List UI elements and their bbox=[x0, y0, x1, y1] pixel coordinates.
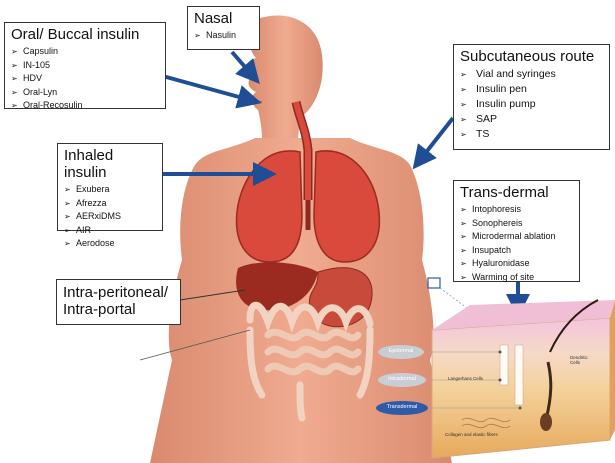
chevron-bullet-icon: ➢ bbox=[460, 218, 472, 231]
subcutaneous-title: Subcutaneous route bbox=[460, 48, 603, 65]
subcutaneous-list: ➢Vial and syringes ➢Insulin pen ➢Insulin… bbox=[460, 67, 603, 142]
list-item: ➢HDV bbox=[11, 72, 159, 86]
list-item: ➢Warming of site bbox=[460, 271, 573, 285]
inhaled-list: ➢Exubera ➢Afrezza ➢AERxiDMS ➢AIR ➢Aerodo… bbox=[64, 183, 156, 251]
list-item: ➢AERxiDMS bbox=[64, 210, 156, 224]
inhaled-title: Inhaled insulin bbox=[64, 147, 156, 181]
chevron-bullet-icon: ➢ bbox=[11, 46, 23, 59]
subcutaneous-box: Subcutaneous route ➢Vial and syringes ➢I… bbox=[453, 44, 610, 150]
oral-buccal-title: Oral/ Buccal insulin bbox=[11, 26, 159, 43]
list-item: ➢Oral-Lyn bbox=[11, 86, 159, 100]
list-item: ➢AIR bbox=[64, 224, 156, 238]
chevron-bullet-icon: ➢ bbox=[460, 127, 476, 142]
transdermal-label: Transdermal bbox=[376, 401, 428, 415]
chevron-bullet-icon: ➢ bbox=[64, 225, 76, 238]
list-item: ➢Oral-Recosulin bbox=[11, 99, 159, 113]
chevron-bullet-icon: ➢ bbox=[64, 238, 76, 251]
subcutaneous-arrow bbox=[420, 118, 453, 160]
chevron-bullet-icon: ➢ bbox=[460, 245, 472, 258]
intra-peritoneal-line1: Intra-peritoneal/ bbox=[63, 284, 174, 301]
chevron-bullet-icon: ➢ bbox=[64, 211, 76, 224]
intra-portal-line2: Intra-portal bbox=[63, 301, 174, 318]
oral-buccal-list: ➢Capsulin ➢IN-105 ➢HDV ➢Oral-Lyn ➢Oral-R… bbox=[11, 45, 159, 113]
list-item: ➢Sonophereis bbox=[460, 217, 573, 231]
intra-peritoneal-box: Intra-peritoneal/ Intra-portal bbox=[56, 279, 181, 325]
chevron-bullet-icon: ➢ bbox=[460, 112, 476, 127]
list-item: ➢Afrezza bbox=[64, 197, 156, 211]
chevron-bullet-icon: ➢ bbox=[460, 204, 472, 217]
list-item: ➢Nasulin bbox=[194, 29, 253, 43]
dendritic-annotation: Dendritic Cells bbox=[570, 355, 596, 365]
list-item: ➢Insulin pump bbox=[460, 97, 603, 112]
chevron-bullet-icon: ➢ bbox=[460, 272, 472, 285]
chevron-bullet-icon: ➢ bbox=[11, 87, 23, 100]
chevron-bullet-icon: ➢ bbox=[460, 67, 476, 82]
chevron-bullet-icon: ➢ bbox=[460, 258, 472, 271]
chevron-bullet-icon: ➢ bbox=[460, 97, 476, 112]
nasal-box: Nasal ➢Nasulin bbox=[187, 6, 260, 50]
list-item: ➢Insulin pen bbox=[460, 82, 603, 97]
list-item: ➢IN-105 bbox=[11, 59, 159, 73]
fibers-annotation: Collagen and elastic fibers bbox=[445, 432, 498, 437]
chevron-bullet-icon: ➢ bbox=[11, 73, 23, 86]
nasal-list: ➢Nasulin bbox=[194, 29, 253, 43]
intradermal-label: Intradermal bbox=[378, 373, 426, 387]
chevron-bullet-icon: ➢ bbox=[460, 231, 472, 244]
skin-site-marker bbox=[428, 278, 440, 288]
oral-buccal-box: Oral/ Buccal insulin ➢Capsulin ➢IN-105 ➢… bbox=[4, 22, 166, 109]
list-item: ➢Vial and syringes bbox=[460, 67, 603, 82]
transdermal-list: ➢Intophoresis ➢Sonophereis ➢Microdermal … bbox=[460, 203, 573, 284]
chevron-bullet-icon: ➢ bbox=[64, 184, 76, 197]
chevron-bullet-icon: ➢ bbox=[194, 30, 206, 43]
list-item: ➢Intophoresis bbox=[460, 203, 573, 217]
list-item: ➢Microdermal ablation bbox=[460, 230, 573, 244]
nasal-arrow bbox=[232, 52, 252, 75]
list-item: ➢Insupatch bbox=[460, 244, 573, 258]
transdermal-box: Trans-dermal ➢Intophoresis ➢Sonophereis … bbox=[453, 180, 580, 282]
nasal-title: Nasal bbox=[194, 10, 253, 27]
inhaled-box: Inhaled insulin ➢Exubera ➢Afrezza ➢AERxi… bbox=[57, 143, 163, 231]
chevron-bullet-icon: ➢ bbox=[11, 60, 23, 73]
epidermal-label: Epidermal bbox=[378, 345, 424, 359]
langerhans-annotation: Langerhans Cells bbox=[448, 376, 483, 381]
transdermal-title: Trans-dermal bbox=[460, 184, 573, 201]
list-item: ➢Hyaluronidase bbox=[460, 257, 573, 271]
chevron-bullet-icon: ➢ bbox=[460, 82, 476, 97]
list-item: ➢Aerodose bbox=[64, 237, 156, 251]
chevron-bullet-icon: ➢ bbox=[11, 100, 23, 113]
list-item: ➢Exubera bbox=[64, 183, 156, 197]
list-item: ➢TS bbox=[460, 127, 603, 142]
list-item: ➢Capsulin bbox=[11, 45, 159, 59]
chevron-bullet-icon: ➢ bbox=[64, 198, 76, 211]
list-item: ➢SAP bbox=[460, 112, 603, 127]
